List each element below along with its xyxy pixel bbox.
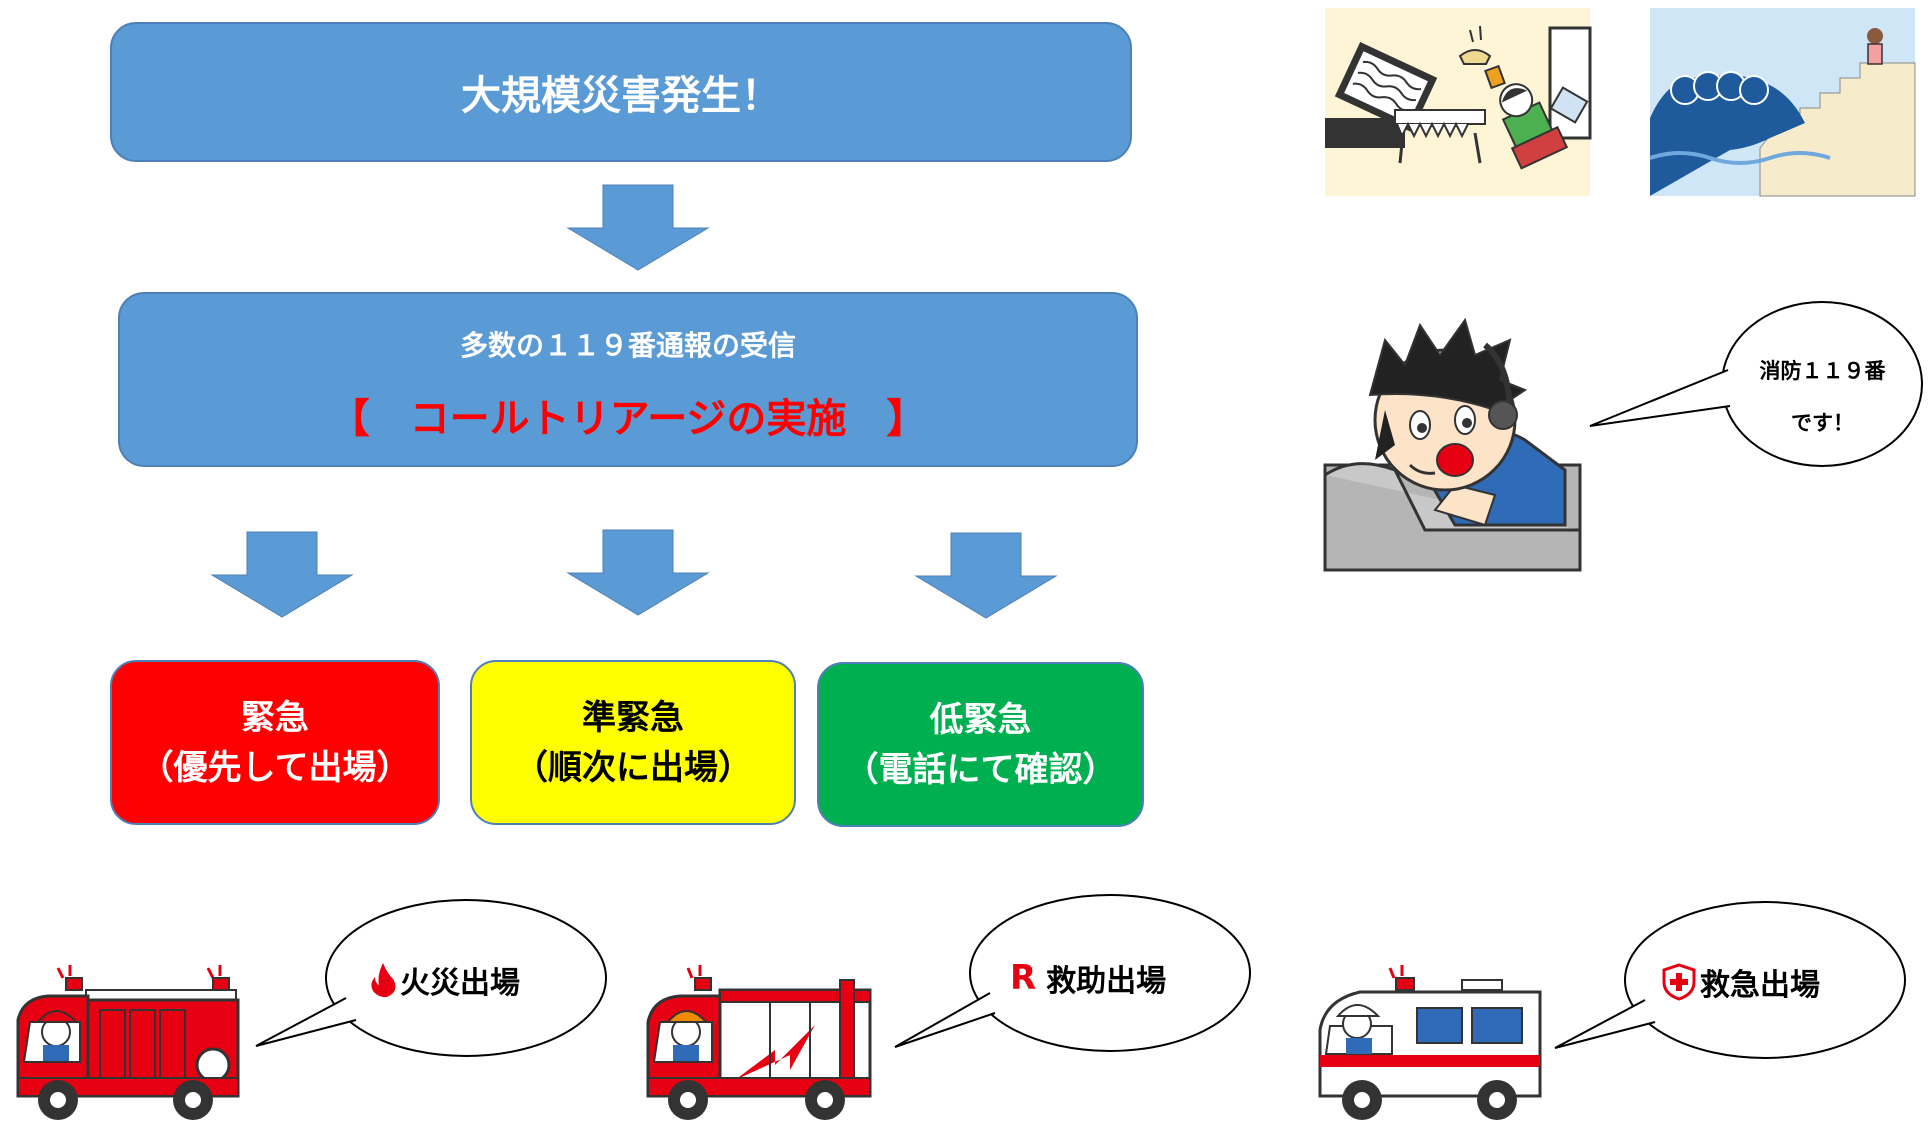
rescue-dispatch-text: 救助出場	[1046, 964, 1167, 999]
down-arrow-icon	[566, 184, 710, 271]
category-urgent: 緊急 （優先して出場）	[110, 660, 440, 825]
medical-shield-icon	[1662, 963, 1696, 1001]
category-title: 準緊急	[582, 697, 684, 738]
call-triage-text: 【 コールトリアージの実施 】	[329, 396, 927, 442]
speech-bubble	[894, 894, 1251, 1052]
ambulance-illustration	[1318, 965, 1542, 1120]
fire-dispatch-label: 火災出場	[370, 958, 520, 1002]
down-arrow-icon	[210, 531, 354, 618]
disaster-title: 大規模災害発生！	[461, 73, 781, 119]
operator-speech-line1: 消防１１９番	[1759, 359, 1886, 383]
call-reception-box: 多数の１１９番通報の受信 【 コールトリアージの実施 】	[118, 292, 1138, 467]
fire-dispatch-text: 火災出場	[400, 966, 520, 1001]
down-arrow-icon	[914, 532, 1058, 619]
operator-speech-text: 消防１１９番 です！	[1710, 345, 1929, 449]
ambulance-dispatch-text: 救急出場	[1700, 968, 1820, 1003]
fire-engine-illustration	[16, 965, 240, 1120]
earthquake-illustration	[1325, 8, 1592, 196]
category-low-urgent: 低緊急 （電話にて確認）	[817, 662, 1144, 827]
speech-bubble	[1589, 301, 1923, 467]
category-subtitle: （電話にて確認）	[844, 749, 1117, 790]
category-title: 緊急	[241, 697, 309, 738]
speech-bubble	[255, 899, 607, 1057]
category-subtitle: （優先して出場）	[139, 747, 411, 788]
rescue-truck-illustration	[646, 965, 872, 1120]
operator-speech-line2: です！	[1791, 411, 1854, 435]
call-reception-text: 多数の１１９番通報の受信	[459, 329, 796, 362]
rescue-dispatch-label: R 救助出場	[1010, 956, 1166, 1000]
category-title: 低緊急	[929, 699, 1032, 740]
down-arrow-icon	[566, 529, 710, 616]
speech-bubble	[1554, 901, 1906, 1059]
category-subtitle: （順次に出場）	[514, 747, 752, 788]
tsunami-illustration	[1649, 8, 1916, 197]
category-semi-urgent: 準緊急 （順次に出場）	[470, 660, 796, 825]
rescue-r-icon: R	[1010, 958, 1037, 998]
ambulance-dispatch-label: 救急出場	[1662, 960, 1820, 1004]
dispatcher-operator-illustration	[1323, 317, 1582, 572]
flame-icon	[371, 963, 396, 998]
disaster-box: 大規模災害発生！	[110, 22, 1132, 162]
